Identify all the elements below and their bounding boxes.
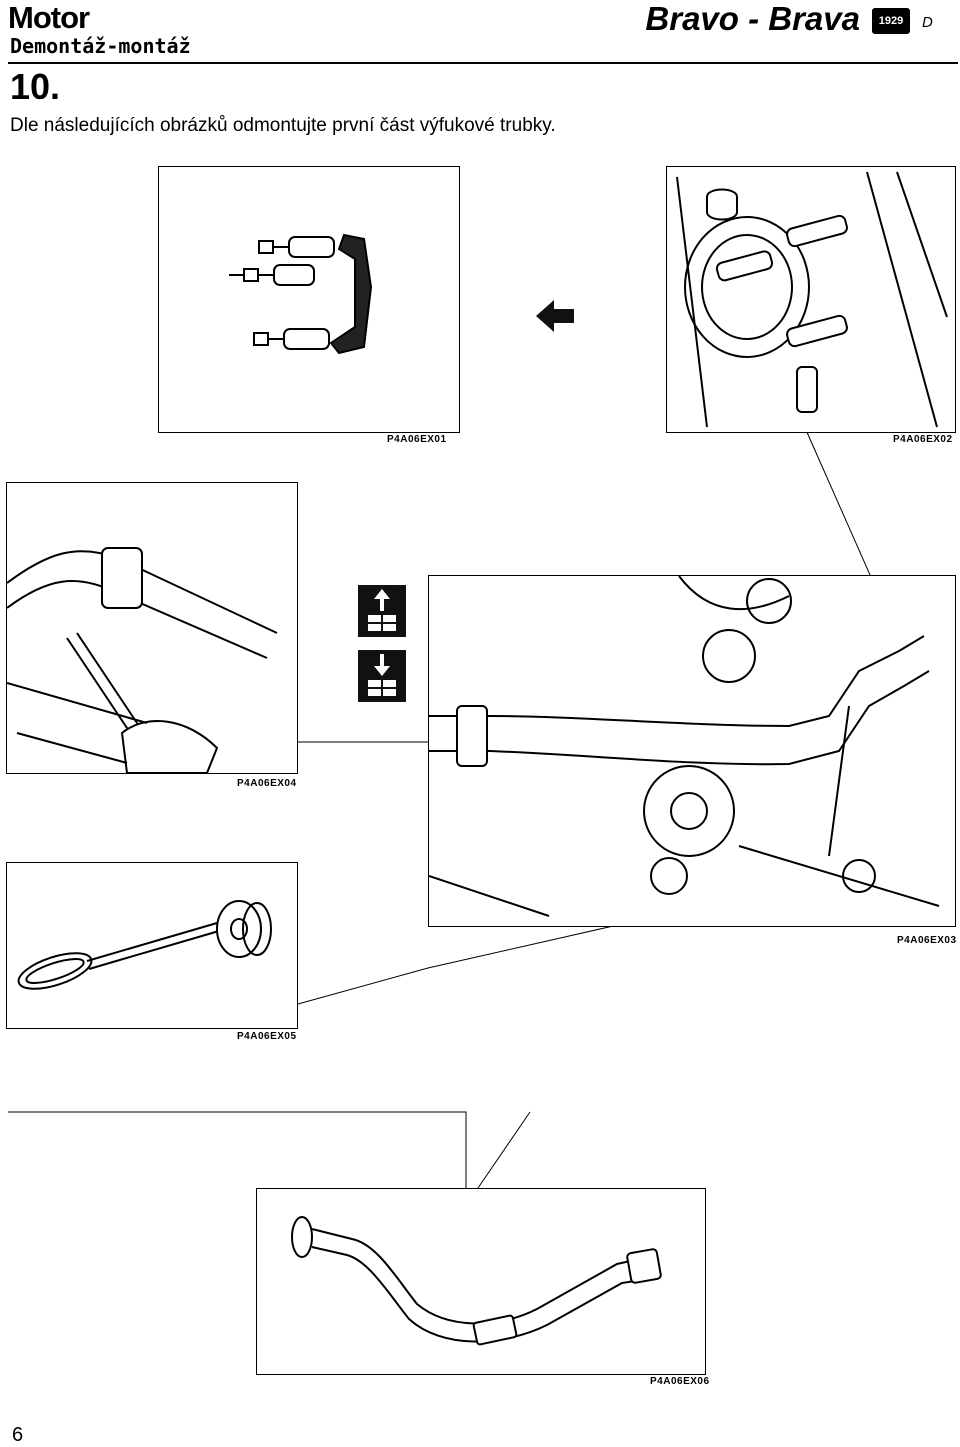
subsection-title: Demontáž-montáž [10,34,191,58]
arrow-left-icon [536,300,574,332]
caption-p4a06ex06: P4A06EX06 [650,1376,710,1387]
exhaust-flange-nuts-illustration [229,233,373,355]
front-exhaust-pipe-illustration [291,1216,662,1346]
figure-p4a06ex03 [428,575,956,927]
lift-up-icon [358,585,406,637]
caption-p4a06ex04: P4A06EX04 [237,778,297,789]
figure-p4a06ex06 [256,1188,706,1375]
figure-p4a06ex04 [6,482,298,774]
engine-badge-text: 1929 [878,15,904,27]
step-instruction: Dle následujících obrázků odmontujte prv… [10,115,556,136]
engine-badge: 1929 [872,8,910,34]
figure-p4a06ex02 [666,166,956,433]
lift-down-icon [358,650,406,702]
rubber-mount-strap-illustration [17,900,272,990]
badge-suffix: D [922,14,933,31]
caption-p4a06ex05: P4A06EX05 [237,1031,297,1042]
exhaust-pipe-underbody-illustration [428,575,940,917]
page-number: 6 [12,1424,24,1446]
section-title: Motor [8,0,90,35]
manifold-studs-illustration [676,171,948,428]
bracket-wrench-illustration [6,547,278,774]
model-title: Bravo - Brava [645,0,860,37]
caption-p4a06ex02: P4A06EX02 [893,434,953,445]
figure-p4a06ex05 [6,862,298,1029]
caption-p4a06ex03: P4A06EX03 [897,935,957,946]
step-number: 10. [10,66,61,107]
caption-p4a06ex01: P4A06EX01 [387,434,447,445]
figure-p4a06ex01 [158,166,460,433]
header-rule [8,62,958,64]
